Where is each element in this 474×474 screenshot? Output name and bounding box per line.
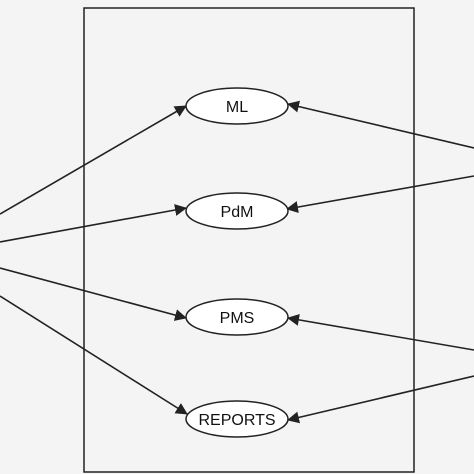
association-arrow-left-actor-d-to-reports xyxy=(0,295,188,415)
use-case-pdm-ellipse xyxy=(185,192,289,230)
use-case-reports-ellipse xyxy=(185,400,289,438)
use-case-pms-label: PMS xyxy=(220,310,255,327)
association-layer xyxy=(0,100,474,424)
use-case-pms-ellipse xyxy=(185,298,289,336)
association-arrow-right-actor-a-to-ml xyxy=(287,100,474,149)
association-arrow-left-actor-a-to-ml xyxy=(0,105,187,215)
use-case-ml-ellipse xyxy=(185,87,289,125)
association-arrow-right-actor-d-to-reports xyxy=(287,375,474,424)
use-case-ml: ML xyxy=(185,87,289,125)
association-arrow-left-actor-b-to-pdm xyxy=(0,204,187,243)
association-arrow-left-actor-c-to-pms xyxy=(0,267,187,321)
association-arrow-right-actor-c-to-pms xyxy=(287,313,474,351)
use-case-pdm: PdM xyxy=(185,192,289,230)
use-case-reports-label: REPORTS xyxy=(198,412,275,429)
use-case-reports: REPORTS xyxy=(185,400,289,438)
association-arrow-right-actor-b-to-pdm xyxy=(286,175,474,213)
use-case-pdm-label: PdM xyxy=(221,204,254,221)
system-boundary xyxy=(83,7,415,473)
use-case-ml-label: ML xyxy=(226,99,248,116)
use-case-pms: PMS xyxy=(185,298,289,336)
